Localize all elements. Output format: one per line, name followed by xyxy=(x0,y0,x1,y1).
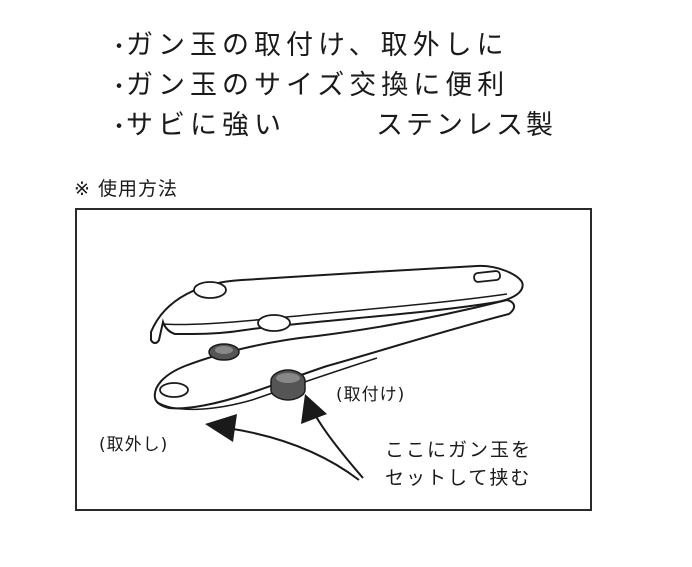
hinge-rivet xyxy=(257,314,291,332)
upper-arm-edge xyxy=(162,293,508,326)
lower-arm xyxy=(153,298,515,410)
feature-text: サビに強い xyxy=(126,110,286,141)
arrow-head-remove-icon xyxy=(205,414,237,442)
attach-shot-highlight xyxy=(276,373,300,383)
bullet: ・ xyxy=(108,35,131,60)
bullet: ・ xyxy=(108,75,131,100)
remove-label: (取外し) xyxy=(99,435,169,455)
feature-item: ・サビに強い ステンレス製 xyxy=(108,106,578,146)
instruction-text: ここにガン玉を セットして挟む xyxy=(385,436,532,492)
attach-label: (取付け) xyxy=(336,385,406,405)
upper-jaw-bump xyxy=(193,281,227,299)
pliers-illustration xyxy=(150,264,524,481)
feature-text: ガン玉のサイズ交換に便利 xyxy=(126,70,510,101)
feature-list: ・ガン玉の取付け、取外しに ・ガン玉のサイズ交換に便利 ・サビに強いステンレス製 xyxy=(108,26,578,146)
feature-item: ・ガン玉の取付け、取外しに xyxy=(108,26,578,66)
split-shot-highlight xyxy=(215,346,233,354)
upper-arm-hole xyxy=(473,270,501,283)
feature-text: ガン玉の取付け、取外しに xyxy=(126,30,509,61)
instruction-line: ここにガン玉を xyxy=(385,439,533,461)
upper-arm xyxy=(150,264,524,344)
feature-item: ・ガン玉のサイズ交換に便利 xyxy=(108,66,578,106)
lower-arm-edge xyxy=(156,357,378,411)
feature-text-material: ステンレス製 xyxy=(376,110,556,141)
usage-diagram: (取付け) (取外し) ここにガン玉を セットして挟む xyxy=(75,208,592,511)
instruction-line: セットして挟む xyxy=(385,467,532,489)
usage-heading: ※ 使用方法 xyxy=(74,178,178,200)
bullet: ・ xyxy=(108,115,131,140)
remove-hole xyxy=(159,382,189,398)
arrow-to-remove-icon xyxy=(226,427,360,481)
arrow-head-attach-icon xyxy=(301,394,327,424)
